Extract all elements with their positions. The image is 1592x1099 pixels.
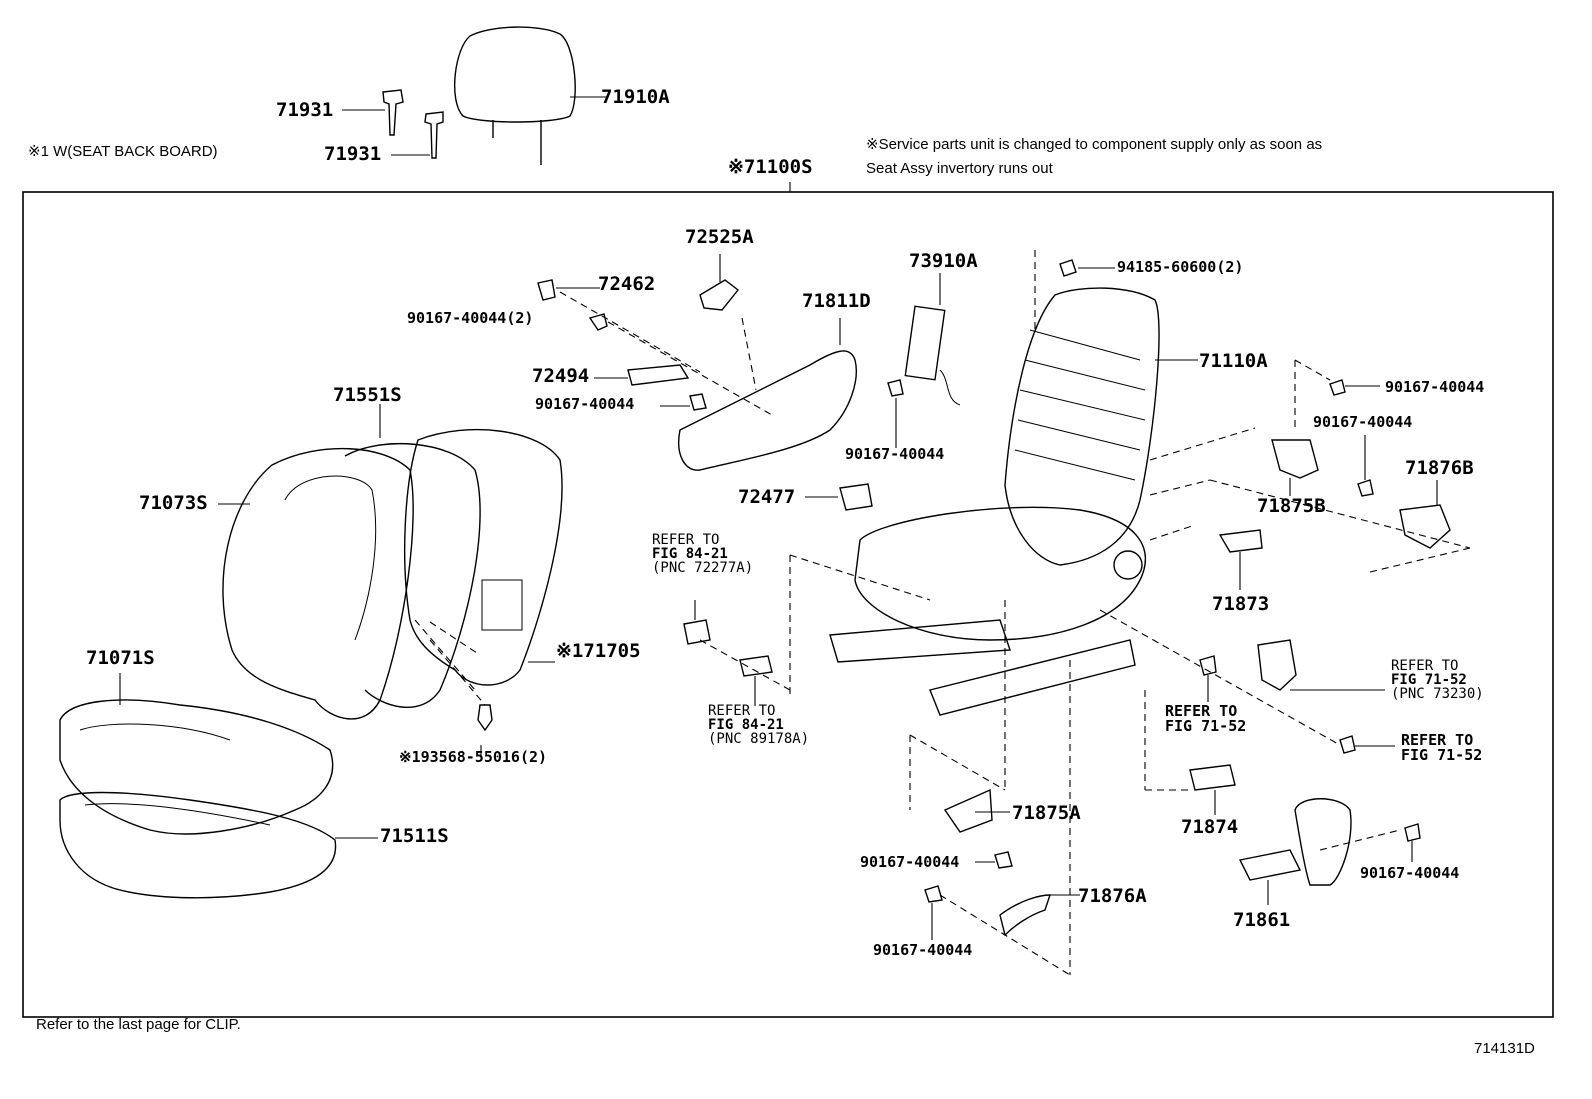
refer-fig-71-52-a[interactable]: REFER TO FIG 71-52 (PNC 73230): [1391, 659, 1484, 701]
part-label-90167-40044-g[interactable]: 90167-40044: [873, 941, 973, 959]
refer-pnc: (PNC 72277A): [652, 560, 754, 576]
refer-fig-84-21-a[interactable]: REFER TO FIG 84-21 (PNC 72277A): [652, 533, 753, 575]
part-label-71876B[interactable]: 71876B: [1405, 457, 1474, 479]
part-label-90167-40044-2[interactable]: 90167-40044(2): [407, 309, 534, 327]
refer-pnc: (PNC 89178A): [708, 731, 810, 747]
refer-fig-71-52-b[interactable]: REFER TO FIG 71-52: [1165, 704, 1246, 734]
seat-frame-drawing: [829, 259, 1198, 716]
diagram-id: 714131D: [1474, 1040, 1535, 1057]
service-note-line2: Seat Assy invertory runs out: [866, 160, 1053, 177]
part-label-72494[interactable]: 72494: [532, 365, 590, 387]
airbag-module-drawing: [904, 273, 961, 406]
part-label-73910A[interactable]: 73910A: [909, 250, 978, 272]
part-label-71875A[interactable]: 71875A: [1012, 802, 1081, 824]
part-label-71110A[interactable]: 71110A: [1199, 350, 1268, 372]
part-label-71876A[interactable]: 71876A: [1078, 885, 1147, 907]
relation-lines: [414, 250, 1471, 976]
part-label-71511S[interactable]: 71511S: [380, 825, 449, 847]
refer-fig: FIG 71-52: [1401, 746, 1483, 764]
part-label-72477[interactable]: 72477: [738, 486, 796, 508]
seat-cushion-cover-drawing: [59, 673, 334, 835]
part-label-71551S[interactable]: 71551S: [333, 384, 402, 406]
seat-back-cover-drawing: [218, 447, 414, 720]
refer-fig: FIG 71-52: [1165, 717, 1247, 735]
part-label-71861[interactable]: 71861: [1233, 909, 1291, 931]
part-label-90167-40044-b[interactable]: 90167-40044: [1385, 378, 1485, 396]
small-parts-top-drawing: [537, 254, 773, 416]
part-label-94185-60600[interactable]: 94185-60600(2): [1117, 258, 1244, 276]
part-label-193568-55016[interactable]: ※193568-55016(2): [399, 748, 548, 766]
refer-fig-84-21-b[interactable]: REFER TO FIG 84-21 (PNC 89178A): [708, 704, 809, 746]
part-label-71873[interactable]: 71873: [1212, 593, 1270, 615]
part-label-72525A[interactable]: 72525A: [685, 226, 754, 248]
part-label-71874[interactable]: 71874: [1181, 816, 1239, 838]
seat-back-board-note: ※1 W(SEAT BACK BOARD): [28, 143, 218, 160]
part-label-90167-40044-d[interactable]: 90167-40044: [845, 445, 945, 463]
part-label-71071S[interactable]: 71071S: [86, 647, 155, 669]
seat-back-pad-drawing: [344, 404, 563, 732]
refer-fig: FIG 84-21: [652, 546, 728, 562]
part-label-71811D[interactable]: 71811D: [802, 290, 871, 312]
part-label-71931-a[interactable]: 71931: [276, 99, 334, 121]
refer-line: REFER TO: [1165, 702, 1238, 720]
headrest-guide-drawing: [342, 89, 444, 159]
assembly-label: ※71100S: [728, 156, 813, 178]
seat-cushion-pad-drawing: [59, 791, 378, 899]
headrest-drawing: [453, 26, 606, 165]
side-shield-drawing: [678, 318, 904, 511]
part-label-90167-40044-f[interactable]: 90167-40044: [1360, 864, 1460, 882]
part-label-90167-40044-a[interactable]: 90167-40044: [535, 395, 635, 413]
part-label-90167-40044-e[interactable]: 90167-40044: [860, 853, 960, 871]
refer-fig: FIG 84-21: [708, 717, 784, 733]
assembly-frame: [22, 191, 1554, 1018]
refer-fig: FIG 71-52: [1391, 672, 1467, 688]
refer-line: REFER TO: [652, 532, 720, 548]
part-label-71073S[interactable]: 71073S: [139, 492, 208, 514]
part-label-72462[interactable]: 72462: [598, 273, 656, 295]
right-parts-drawing: [1189, 379, 1451, 905]
clip-note: Refer to the last page for CLIP.: [36, 1016, 241, 1033]
part-label-71931-b[interactable]: 71931: [324, 143, 382, 165]
refer-fig-71-52-c[interactable]: REFER TO FIG 71-52: [1401, 733, 1482, 763]
part-label-71875B[interactable]: 71875B: [1257, 495, 1326, 517]
lower-parts-drawing: [924, 788, 1080, 940]
refer-line: REFER TO: [708, 703, 776, 719]
connector-drawing: [683, 600, 773, 706]
refer-line: REFER TO: [1391, 658, 1459, 674]
part-label-71910A[interactable]: 71910A: [601, 86, 670, 108]
part-label-171705[interactable]: ※171705: [556, 640, 641, 662]
refer-pnc: (PNC 73230): [1391, 686, 1484, 702]
refer-line: REFER TO: [1401, 731, 1474, 749]
service-note-line1: ※Service parts unit is changed to compon…: [866, 136, 1323, 153]
part-label-90167-40044-c[interactable]: 90167-40044: [1313, 413, 1413, 431]
